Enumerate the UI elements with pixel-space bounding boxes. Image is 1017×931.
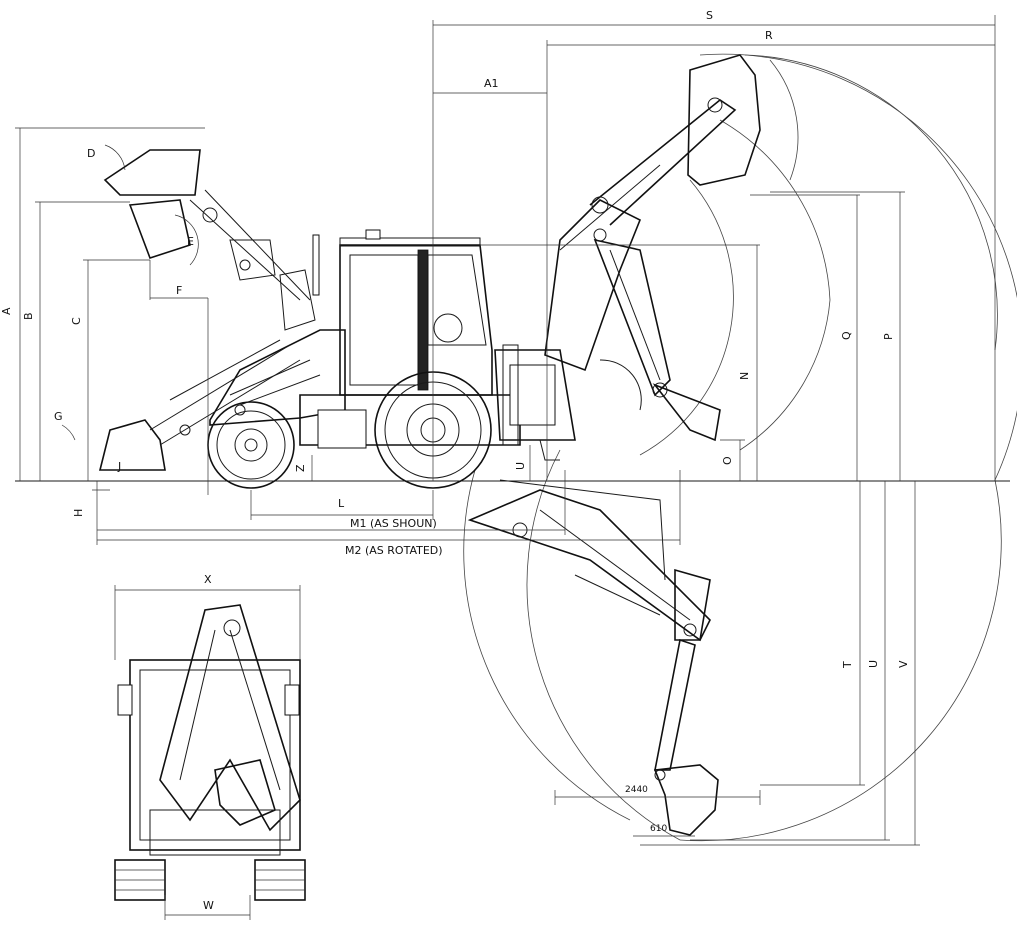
dim-label-e: E <box>187 235 194 248</box>
dim-label-u-small: U <box>514 462 527 470</box>
front-loader-lowered <box>98 339 301 471</box>
front-loader-raised <box>103 149 316 331</box>
dim-label-x: X <box>204 573 212 586</box>
dim-label-a: A <box>0 307 13 315</box>
reach-arcs <box>463 53 1017 842</box>
dim-label-f: F <box>176 284 182 297</box>
dim-label-v: V <box>897 660 910 668</box>
dim-label-m2: M2 (AS ROTATED) <box>345 544 443 557</box>
dim-label-z: Z <box>294 464 307 472</box>
dim-label-j: J <box>117 460 121 473</box>
dim-label-o: O <box>721 456 734 465</box>
dim-label-t: T <box>841 661 854 669</box>
side-view-machine <box>207 229 576 489</box>
dim-label-w: W <box>203 899 214 912</box>
dim-label-a1: A1 <box>484 77 499 90</box>
dim-label-d: D <box>87 147 95 160</box>
dim-label-l: L <box>338 497 345 510</box>
dim-label-n: N <box>738 372 751 380</box>
dim-label-q: Q <box>840 331 853 340</box>
dim-label-r: R <box>765 29 773 42</box>
rear-view-machine <box>114 604 306 901</box>
backhoe-mid <box>593 238 721 442</box>
dim-label-b: B <box>22 312 35 320</box>
backhoe-raised <box>544 54 761 372</box>
dig-width-value: 2440 <box>625 785 648 795</box>
dim-label-g: G <box>54 410 63 423</box>
bucket-width-value: 610 <box>650 824 667 834</box>
dim-label-m1: M1 (AS SHOUN) <box>350 517 437 530</box>
dimension-lines <box>15 15 996 920</box>
dim-label-u: U <box>867 660 880 668</box>
dim-label-p: P <box>882 333 895 340</box>
backhoe-lowered <box>467 479 719 836</box>
dim-label-h: H <box>72 509 85 517</box>
dim-label-c: C <box>70 317 83 325</box>
dimension-label-group: A B C D E F G H J Z L U M1 (AS SHOUN) M2… <box>0 9 910 912</box>
dim-label-s: S <box>706 9 713 22</box>
